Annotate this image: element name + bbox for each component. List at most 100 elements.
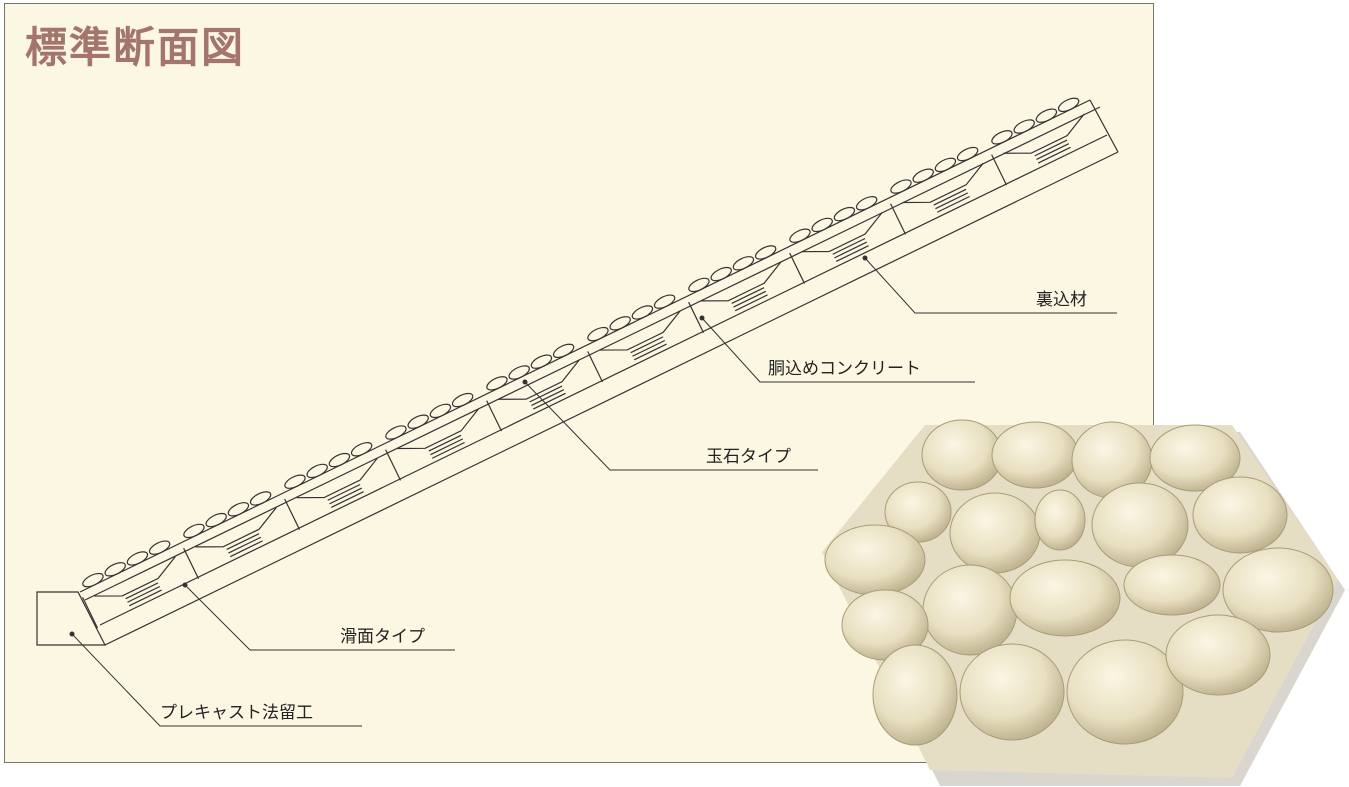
block-hatch xyxy=(832,237,866,255)
block-stone xyxy=(934,157,957,173)
block-profile xyxy=(397,408,479,450)
block-stone xyxy=(306,463,328,479)
block-hatch xyxy=(1034,139,1068,157)
block-stone xyxy=(956,146,979,162)
block-stone xyxy=(833,206,856,222)
block-joint xyxy=(385,449,402,481)
block-joint xyxy=(587,351,604,383)
block-profile xyxy=(195,507,277,548)
block-stone xyxy=(350,442,373,457)
block-stone xyxy=(609,316,631,331)
block-profile xyxy=(902,162,984,204)
leader-precast xyxy=(71,633,362,727)
block-hatch xyxy=(731,287,765,304)
leader-lines xyxy=(71,257,1117,727)
block-hatch xyxy=(1036,143,1070,160)
block-stone xyxy=(328,452,351,468)
block-stone xyxy=(148,540,171,555)
block-stone xyxy=(587,326,609,342)
block-hatch xyxy=(228,536,262,554)
block-stone xyxy=(126,551,149,566)
block-joint xyxy=(789,252,806,284)
block-hatch xyxy=(734,294,768,312)
block-joint xyxy=(82,597,99,629)
diagram-panel: 標準断面図 xyxy=(4,3,1154,763)
leader-smooth xyxy=(184,584,455,651)
block-hatch xyxy=(933,188,967,206)
block-stone xyxy=(530,354,553,369)
concrete-bottom-line xyxy=(99,134,1108,626)
block-stone xyxy=(1035,108,1058,123)
block-hatch xyxy=(226,533,260,550)
block-profile xyxy=(700,261,782,302)
dot-backfill xyxy=(862,255,868,261)
block-joint xyxy=(688,301,705,334)
block-joint xyxy=(183,547,200,580)
block-stone xyxy=(429,403,452,419)
block-profile xyxy=(296,457,378,499)
leader-cobble xyxy=(524,381,818,471)
block-hatch xyxy=(125,582,159,600)
block-stone xyxy=(1013,119,1035,134)
block-stone xyxy=(508,365,530,380)
block-profile xyxy=(1003,113,1085,154)
block-stone xyxy=(811,217,833,233)
block-stone xyxy=(552,343,575,359)
block-stone xyxy=(82,572,104,588)
block-hatch xyxy=(529,385,563,403)
block-joint xyxy=(284,498,301,530)
block-stone xyxy=(385,425,407,440)
block-hatch xyxy=(633,343,667,361)
block-hatch xyxy=(733,290,767,308)
block-hatch xyxy=(229,540,263,558)
block-stone xyxy=(912,168,934,183)
block-stone xyxy=(631,305,654,320)
block-stone xyxy=(407,414,429,429)
block-stone xyxy=(732,256,755,271)
block-hatch xyxy=(327,483,361,501)
leader-backfill xyxy=(864,257,1117,314)
block-stone xyxy=(284,474,306,489)
block-stone xyxy=(451,392,474,408)
block-stone xyxy=(205,512,227,528)
label-precast-slope-toe: プレキャスト法留工 xyxy=(160,703,313,723)
block-stone xyxy=(1057,97,1080,113)
block-stone xyxy=(486,376,508,391)
block-joint xyxy=(991,154,1008,186)
block-profile xyxy=(94,556,176,597)
block-hatch xyxy=(1037,146,1071,164)
block-hatch xyxy=(127,585,161,603)
block-hatch xyxy=(532,392,566,410)
block-stone xyxy=(754,245,777,260)
block-stone xyxy=(991,130,1013,145)
block-hatch xyxy=(330,491,364,508)
block-hatch xyxy=(632,339,666,357)
block-hatch xyxy=(431,441,465,459)
block-hatch xyxy=(935,192,969,210)
block-stone xyxy=(249,491,272,506)
label-filler-concrete: 胴込めコンクリート xyxy=(768,359,921,379)
block-hatch xyxy=(428,434,462,452)
block-hatch xyxy=(630,336,664,354)
block-units xyxy=(82,97,1085,629)
block-hatch xyxy=(936,195,970,213)
block-profile xyxy=(498,359,580,400)
block-hatch xyxy=(329,487,363,505)
backfill-bottom-line xyxy=(104,151,1119,646)
block-stone xyxy=(227,502,250,517)
label-backfill: 裏込材 xyxy=(1036,289,1087,310)
block-joint xyxy=(486,400,503,432)
block-stone xyxy=(789,228,811,243)
block-stone xyxy=(688,277,710,293)
block-stone xyxy=(710,266,732,282)
block-stone xyxy=(855,196,878,211)
block-stone xyxy=(104,562,126,577)
slope-inner-line xyxy=(84,106,1101,601)
dot-concrete xyxy=(699,315,705,321)
block-profile xyxy=(801,211,883,253)
block-hatch xyxy=(430,438,464,456)
slope-section xyxy=(36,97,1119,646)
leader-concrete xyxy=(701,317,975,383)
